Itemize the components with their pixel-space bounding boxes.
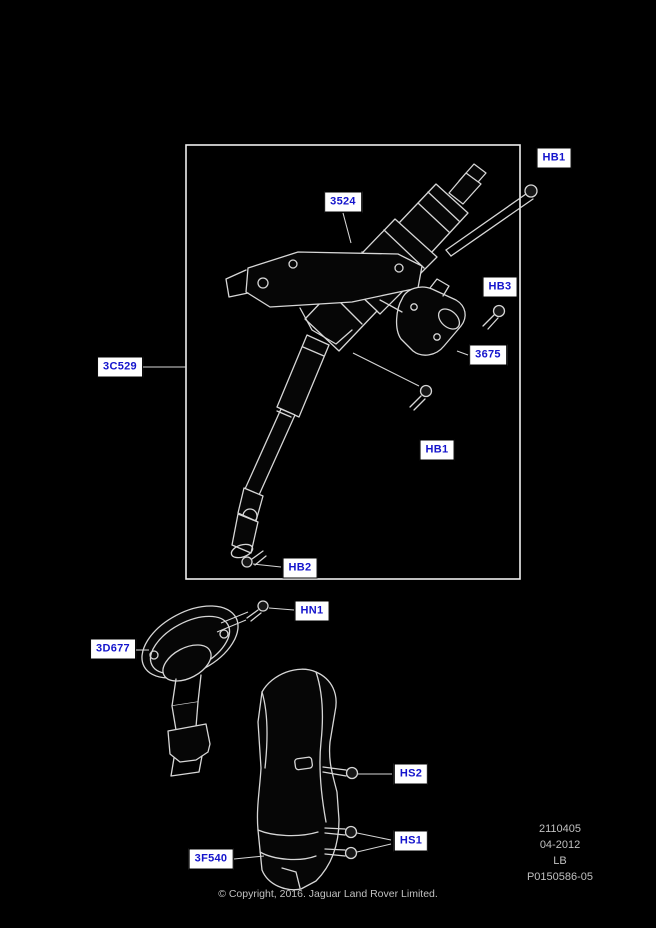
bolt-icon-hb1-top <box>445 184 538 257</box>
bolt-icon-hs2 <box>322 766 359 780</box>
shield-art <box>256 668 340 891</box>
part-label-hn1[interactable]: HN1 <box>294 600 330 622</box>
bolt-icon-hs1-a <box>324 825 358 839</box>
part-label-3d677[interactable]: 3D677 <box>90 638 136 660</box>
part-label-3675[interactable]: 3675 <box>469 344 507 366</box>
part-label-hb2[interactable]: HB2 <box>282 557 318 579</box>
assembly-frame <box>185 144 521 580</box>
fasteners <box>241 184 538 860</box>
part-label-3524[interactable]: 3524 <box>324 191 362 213</box>
leader-lines <box>136 212 469 860</box>
plate-line: P0150586-05 <box>526 871 594 883</box>
copyright-text: © Copyright, 2016. Jaguar Land Rover Lim… <box>218 888 438 900</box>
part-label-hs2[interactable]: HS2 <box>393 763 429 785</box>
part-label-hb1-mid[interactable]: HB1 <box>419 439 455 461</box>
bolt-icon-hb3 <box>482 304 506 330</box>
part-label-3f540[interactable]: 3F540 <box>188 848 234 870</box>
part-label-hb3[interactable]: HB3 <box>482 276 518 298</box>
steering-column-art <box>225 163 487 559</box>
plate-line: 2110405 <box>538 823 581 835</box>
bolt-icon-hb2 <box>241 550 267 568</box>
bolt-icon-hb1-mid <box>409 384 433 411</box>
plate-line: LB <box>553 855 567 867</box>
bolt-icon-hn1 <box>246 600 269 622</box>
part-label-hb1-top[interactable]: HB1 <box>536 147 572 169</box>
bolt-icon-hs1-b <box>324 846 358 860</box>
boot-seal-art <box>141 605 239 777</box>
part-label-hs1[interactable]: HS1 <box>393 830 429 852</box>
part-label-3c529[interactable]: 3C529 <box>97 356 143 378</box>
plate-line: 04-2012 <box>539 839 581 851</box>
